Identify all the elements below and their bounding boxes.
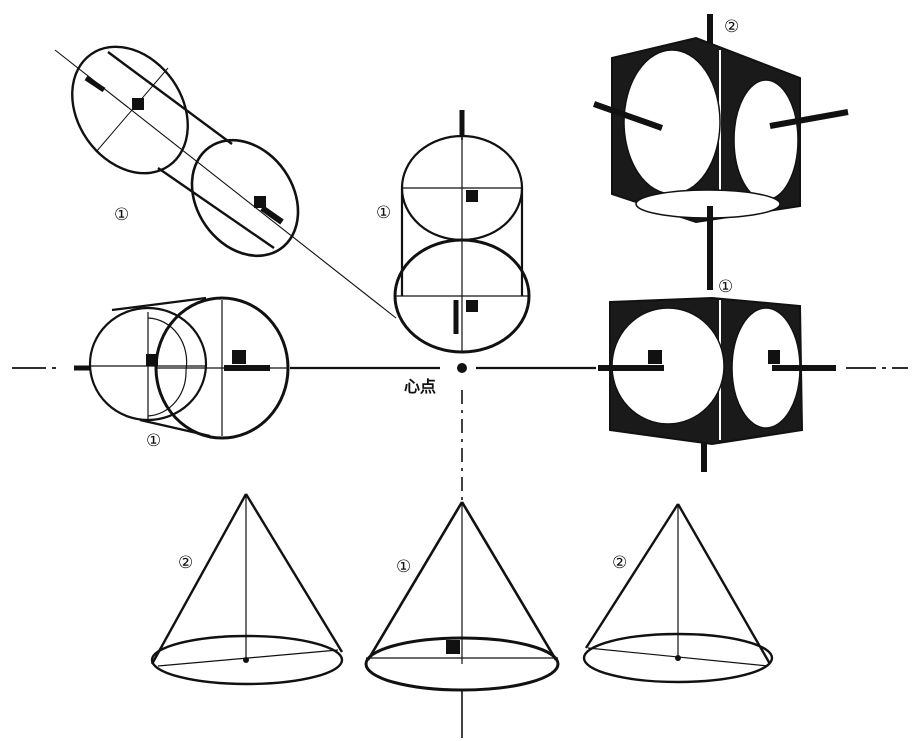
cube-right	[598, 296, 836, 472]
cylinder-left	[74, 296, 290, 440]
cube-top-right	[593, 14, 849, 290]
cylinder-top-left	[54, 45, 397, 319]
cone-left	[150, 493, 344, 686]
label-cone-left: ②	[178, 553, 193, 573]
cylinder-center	[393, 110, 531, 354]
label-cyl-top-left: ①	[114, 205, 129, 225]
cone-right	[582, 503, 774, 684]
label-cube-top: ②	[724, 17, 739, 37]
center-point-label: 心点	[404, 377, 436, 396]
label-cone-center: ①	[396, 557, 411, 577]
label-cone-right: ②	[612, 553, 627, 573]
cone-center	[364, 501, 560, 692]
center-point-dot	[457, 363, 467, 373]
label-cube-bottom: ①	[718, 277, 733, 297]
label-cyl-center: ①	[376, 203, 391, 223]
label-cyl-left: ①	[146, 431, 161, 451]
